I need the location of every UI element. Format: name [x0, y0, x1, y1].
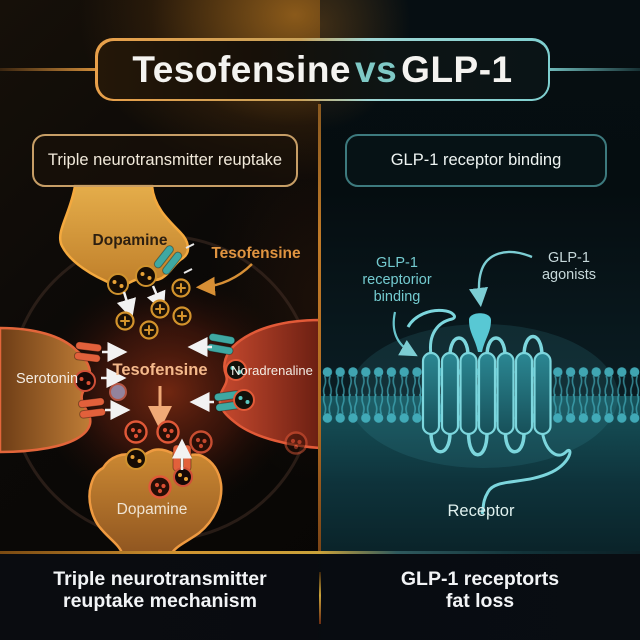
ligand-icon [469, 313, 491, 352]
right-caption: GLP-1 receptorts fat loss [320, 568, 640, 613]
title-vs: vs [355, 48, 398, 90]
panel-divider [318, 104, 321, 553]
agonist-arrow-icon [468, 250, 533, 308]
synapse-dopamine-top [58, 184, 195, 295]
vesicle-icon [148, 475, 172, 499]
vesicle-icon [74, 370, 96, 392]
noradrenaline-terminal [206, 318, 320, 450]
tesofensine-diagram: Dopamine Tesofensine Serotonin Tesofensi… [0, 184, 320, 555]
vesicle-icon [189, 430, 213, 454]
left-header-box: Triple neurotransmitter reuptake [32, 134, 298, 187]
tick-marks [183, 243, 195, 274]
serotonin-label: Serotonin [16, 371, 78, 387]
right-caption-line2: fat loss [445, 590, 515, 613]
dopamine-molecule-icon [139, 320, 159, 340]
banner-connector-left [0, 68, 96, 71]
title-right: GLP-1 [401, 48, 513, 90]
release-arrow-icon [116, 291, 136, 320]
glp1-diagram: GLP-1 receptorior binding GLP-1 agonists… [320, 250, 640, 553]
left-caption: Triple neurotransmitter reuptake mechani… [0, 568, 320, 613]
c-terminus [480, 432, 572, 515]
vesicle-icon [124, 420, 148, 444]
n-terminus [406, 308, 456, 356]
extracellular-loops [448, 334, 544, 357]
dopamine-molecule-icon [115, 311, 135, 331]
vesicle-icon [225, 359, 247, 381]
tesofensine-pointer-label: Tesofensine [211, 245, 301, 262]
binding-label-line1: GLP-1 [376, 255, 418, 271]
title-left: Tesofensine [132, 48, 352, 90]
caption-divider [318, 572, 321, 624]
right-caption-line1: GLP-1 receptorts [400, 568, 560, 590]
banner-connector-right [549, 68, 640, 71]
vesicle-icon [173, 467, 193, 487]
vesicle-icon [107, 273, 129, 295]
noradrenaline-label: Noradrenaline [231, 363, 313, 378]
vesicle-icon [284, 431, 308, 455]
vesicle-icon [156, 420, 180, 444]
agonists-label-line2: agonists [542, 267, 596, 283]
red-glow [40, 274, 296, 510]
tesofensine-pointer-arrow-icon [195, 263, 253, 296]
vesicle-icon [135, 265, 157, 287]
agonists-label-line1: GLP-1 [548, 250, 590, 266]
right-header-box: GLP-1 receptor binding [345, 134, 607, 187]
binding-label-line3: binding [374, 289, 421, 305]
tesofensine-center-label: Tesofensine [112, 361, 207, 379]
vesicle-icon [233, 389, 255, 411]
dopamine-molecule-icon [171, 278, 191, 298]
bottom-separator-line [0, 551, 640, 554]
intracellular-loops [429, 432, 526, 457]
binding-pointer-arrow-icon [392, 311, 418, 357]
dopamine-molecule-icon [172, 306, 192, 326]
left-caption-line2: reuptake mechanism [62, 590, 257, 613]
dopamine-molecule-icon [150, 299, 170, 319]
right-header-label: GLP-1 receptor binding [390, 150, 562, 169]
dopamine-bottom-label: Dopamine [117, 501, 188, 518]
receptor-helices [406, 308, 572, 515]
left-header-label: Triple neurotransmitter reuptake [47, 150, 283, 169]
left-caption-line1: Triple neurotransmitter [53, 568, 267, 590]
molecule-icon [109, 383, 127, 401]
binding-label-line2: receptorior [362, 272, 431, 288]
dopamine-top-label: Dopamine [93, 232, 168, 249]
vesicle-icon [125, 448, 147, 470]
synapse-dopamine-bottom [88, 444, 223, 555]
receptor-label: Receptor [448, 502, 515, 520]
